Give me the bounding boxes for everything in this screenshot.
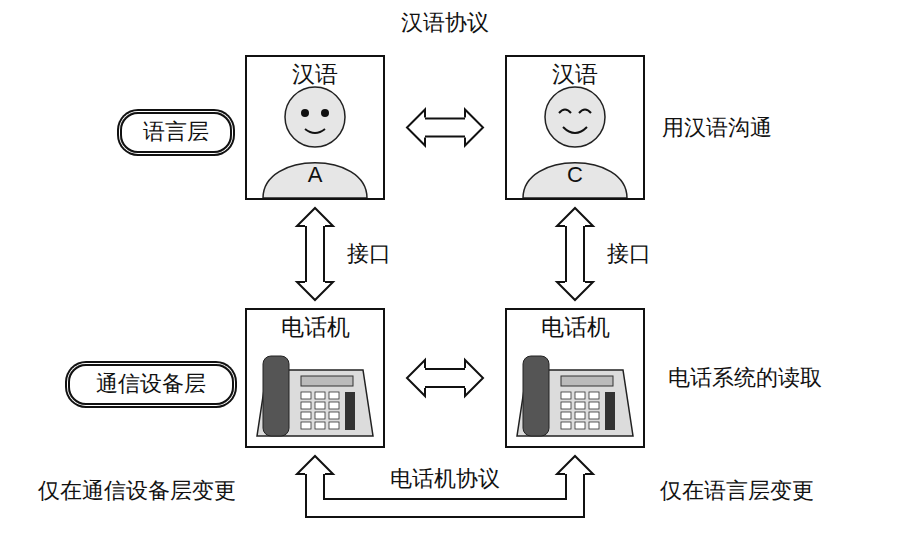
arrow-head — [297, 456, 333, 474]
telephone-icon — [517, 356, 633, 436]
arrow-head — [407, 110, 425, 146]
hollow-arrow — [297, 208, 333, 300]
arrow-shaft — [305, 226, 325, 282]
person-c — [523, 87, 627, 198]
edge-label: 汉语协议 — [399, 10, 491, 36]
arrow-shaft — [425, 370, 465, 386]
arrow-head — [297, 208, 333, 226]
node-heading: 电话机 — [281, 314, 350, 342]
arrow-head — [465, 360, 483, 396]
arrow-shaft — [425, 120, 465, 136]
arrow-shaft — [425, 118, 465, 138]
arrow-head — [407, 360, 425, 396]
arrow-shaft — [567, 226, 583, 282]
arrow-shaft — [425, 368, 465, 388]
node-heading: 汉语 — [552, 61, 598, 89]
edge-label: 电话机协议 — [388, 466, 502, 492]
arrow-head — [465, 110, 483, 146]
hollow-arrow — [297, 456, 593, 508]
arrow-head — [297, 282, 333, 300]
device-box: 电话机 — [505, 308, 645, 448]
node-heading: 语言层 — [143, 119, 209, 145]
arrow-shaft — [565, 226, 585, 282]
node-heading: 电话机 — [541, 314, 610, 342]
person-box: 汉语 C — [505, 55, 645, 200]
person-a — [263, 87, 367, 198]
hollow-arrow — [557, 208, 593, 300]
telephone-icon — [257, 356, 373, 436]
node-heading: 通信设备层 — [96, 371, 206, 397]
hollow-arrow — [407, 360, 483, 396]
node-heading: 汉语 — [292, 61, 338, 89]
node-name: C — [567, 162, 583, 188]
arrow-shaft — [307, 226, 323, 282]
note-label: 用汉语沟通 — [662, 115, 772, 141]
node-name: A — [308, 162, 323, 188]
arrow-head — [557, 282, 593, 300]
layer-label: 语言层 — [120, 112, 232, 153]
person-box: 汉语 A — [245, 55, 385, 200]
edge-label: 接口 — [605, 241, 653, 267]
edge-label: 接口 — [345, 241, 393, 267]
arrow-head — [557, 208, 593, 226]
note-label: 仅在语言层变更 — [660, 478, 814, 504]
hollow-arrow — [407, 110, 483, 146]
note-label: 仅在通信设备层变更 — [38, 478, 236, 504]
layer-label: 通信设备层 — [68, 364, 234, 405]
note-label: 电话系统的读取 — [668, 365, 822, 391]
arrow-head — [557, 456, 593, 474]
device-box: 电话机 — [245, 308, 385, 448]
